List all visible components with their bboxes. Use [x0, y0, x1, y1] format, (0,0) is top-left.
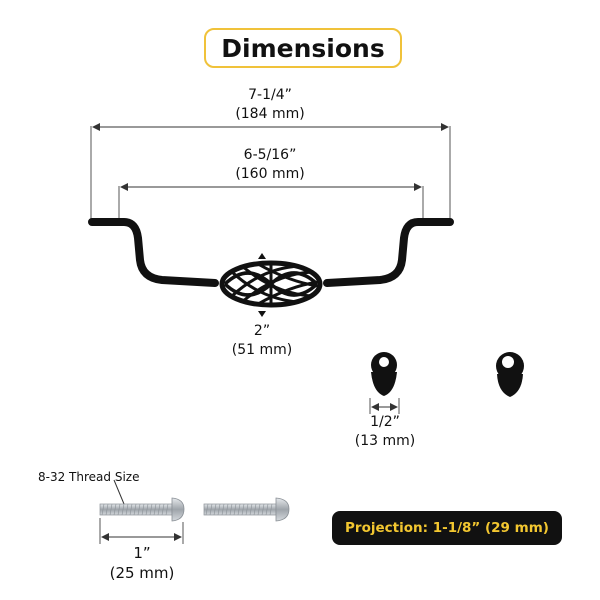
cage-top-marker	[258, 253, 266, 259]
thread-size-label: 8-32 Thread Size	[38, 470, 140, 484]
post-dimension-label: 1/2” (13 mm)	[335, 413, 435, 451]
screw-with-dimension	[99, 479, 185, 544]
cage-bottom-marker	[258, 311, 266, 317]
post-front	[369, 352, 400, 414]
overall-imperial: 7-1/4”	[248, 87, 292, 103]
post-metric: (13 mm)	[354, 433, 416, 449]
screw-dimension-label: 1” (25 mm)	[92, 543, 192, 583]
cage-imperial: 2”	[253, 323, 271, 339]
center-dimension-label: 6-5/16” (160 mm)	[220, 146, 320, 184]
cage-dimension-label: 2” (51 mm)	[212, 322, 312, 360]
center-metric: (160 mm)	[235, 166, 305, 182]
screw-second	[203, 497, 290, 522]
overall-dimension-line	[90, 123, 451, 222]
page-title: Dimensions	[204, 28, 402, 68]
projection-badge: Projection: 1-1/8” (29 mm)	[332, 511, 562, 545]
overall-metric: (184 mm)	[235, 106, 305, 122]
screw-metric: (25 mm)	[109, 564, 175, 582]
overall-dimension-label: 7-1/4” (184 mm)	[220, 86, 320, 124]
post-side	[496, 352, 524, 397]
drop-pull-handle	[88, 218, 454, 317]
center-imperial: 6-5/16”	[243, 147, 297, 163]
screw-imperial: 1”	[133, 544, 151, 562]
post-imperial: 1/2”	[370, 414, 400, 430]
birdcage-center	[219, 260, 323, 308]
center-dimension-line	[118, 183, 424, 218]
cage-metric: (51 mm)	[231, 342, 293, 358]
